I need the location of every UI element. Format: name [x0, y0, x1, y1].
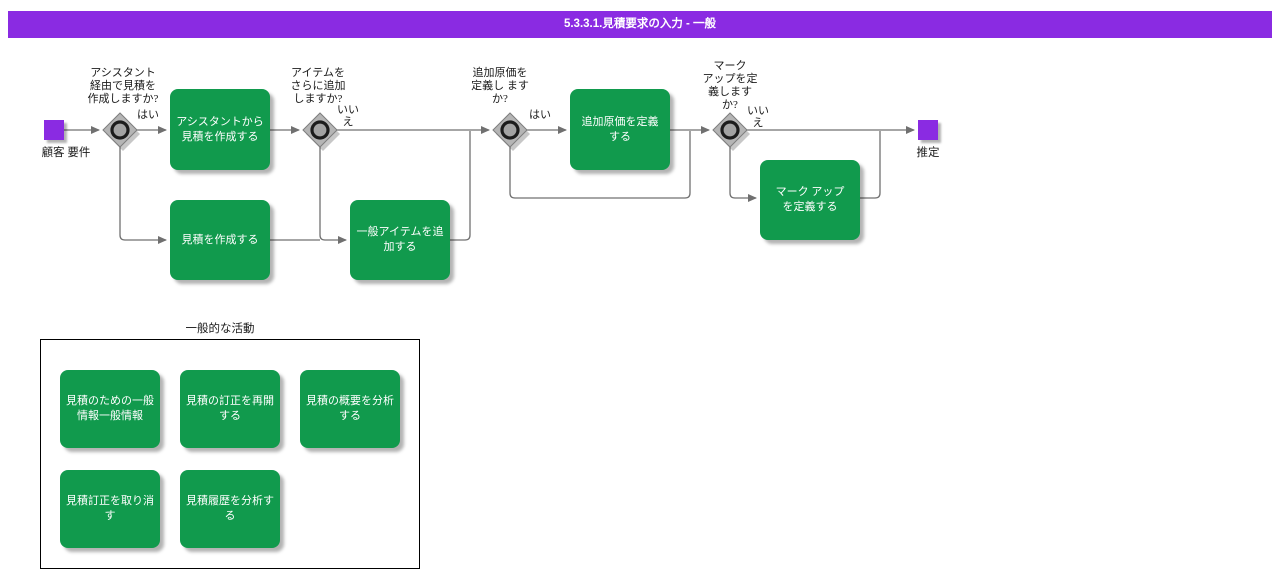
gateway-circle-icon	[310, 120, 330, 140]
task-analyze-quote-summary[interactable]: 見積の概要を分析 する	[300, 370, 400, 448]
start-event-label: 顧客 要件	[41, 147, 91, 159]
page-title: 5.3.3.1.見積要求の入力 - 一般	[8, 11, 1272, 38]
connector-task5-merge	[860, 131, 881, 199]
gateway-circle-icon	[720, 120, 740, 140]
task-define-markup[interactable]: マーク アップ を定義する	[760, 160, 860, 240]
task-create-quote-via-assistant[interactable]: アシスタントから 見積を作成する	[170, 89, 270, 170]
gateway-1-question: アシスタント 経由で見積を 作成しますか?	[87, 67, 159, 105]
task-analyze-quote-history[interactable]: 見積履歴を分析す る	[180, 470, 280, 548]
gateway-4[interactable]	[712, 112, 750, 151]
connector-gw2-yes	[319, 147, 347, 244]
connector-gw3-no	[509, 131, 691, 199]
gateway-4-question: マーク アップを定 義します か?	[702, 60, 758, 111]
gateway-1-branch-label: はい	[137, 109, 159, 121]
general-activities-title: 一般的な活動	[185, 323, 255, 335]
task-reopen-quote-revision[interactable]: 見積の訂正を再開 する	[180, 370, 280, 448]
gateway-3-branch-label: はい	[529, 109, 551, 121]
gateway-4-branch-label: いい え	[747, 105, 769, 129]
end-event[interactable]	[918, 120, 938, 140]
gateway-3-question: 追加原価を 定義し ます か?	[471, 67, 529, 105]
gateway-1[interactable]	[102, 112, 140, 151]
gateway-3[interactable]	[492, 112, 530, 151]
connector-task3-merge	[450, 131, 471, 241]
connector-gw4-yes	[729, 147, 757, 202]
flow-connectors	[64, 126, 915, 244]
gateway-2[interactable]	[302, 112, 340, 151]
start-event[interactable]	[44, 120, 64, 140]
gateway-circle-icon	[110, 120, 130, 140]
task-add-general-items[interactable]: 一般アイテムを追 加する	[350, 200, 450, 280]
task-define-additional-costs[interactable]: 追加原価を定義 する	[570, 89, 670, 170]
gateway-2-question: アイテムを さらに追加 しますか?	[290, 67, 346, 105]
gateway-circle-icon	[500, 120, 520, 140]
task-create-quote[interactable]: 見積を作成する	[170, 200, 270, 280]
task-cancel-quote-revision[interactable]: 見積訂正を取り消 す	[60, 470, 160, 548]
end-event-label: 推定	[916, 147, 940, 159]
connector-gw1-no	[119, 147, 167, 244]
task-general-info-for-quote[interactable]: 見積のための一般 情報一般情報	[60, 370, 160, 448]
gateway-2-branch-label: いい え	[337, 104, 359, 128]
